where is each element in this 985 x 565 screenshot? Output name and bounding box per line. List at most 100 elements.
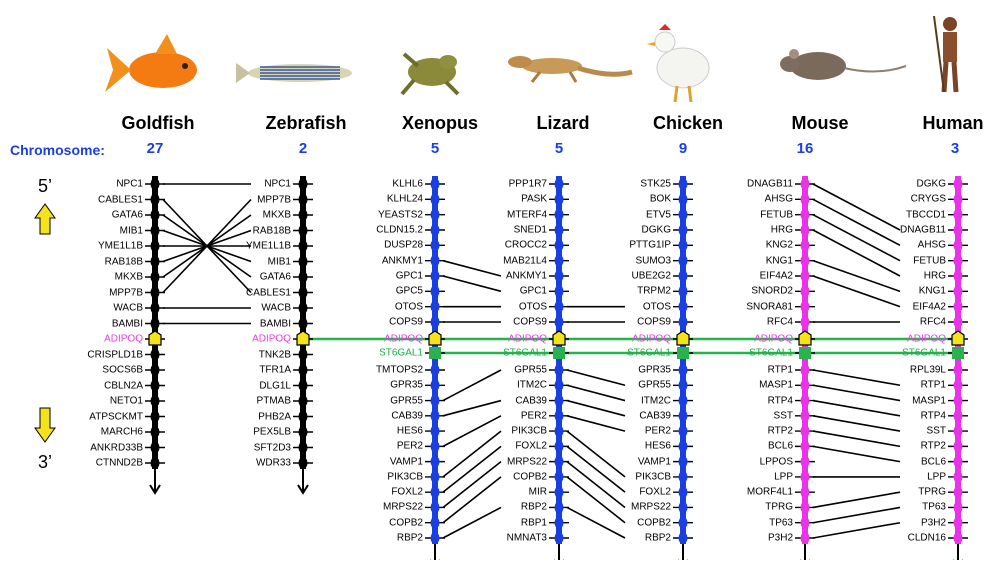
gene-label-zebrafish-dlg1l: DLG1L: [259, 380, 291, 391]
gene-label-xenopus-otos: OTOS: [395, 301, 423, 312]
species-name-zebrafish: Zebrafish: [265, 113, 346, 134]
gene-box-human-12: [954, 364, 963, 376]
gene-box-lizard-17: [555, 440, 564, 452]
gene-label-xenopus-pik3cb: PIK3CB: [387, 471, 423, 482]
gene-label-goldfish-cbln2a: CBLN2A: [104, 380, 143, 391]
gene-label-mouse-bcl6: BCL6: [768, 441, 793, 452]
gene-box-zebrafish-14: [299, 395, 308, 407]
gene-box-lizard-23: [555, 532, 564, 544]
gene-label-goldfish-mpp7b: MPP7B: [109, 287, 143, 298]
gene-box-goldfish-16: [151, 426, 160, 438]
gene-box-xenopus-0: [431, 178, 440, 190]
gene-box-human-20: [954, 486, 963, 498]
gene-box-goldfish-13: [151, 380, 160, 392]
gene-box-zebrafish-15: [299, 411, 308, 423]
gene-label-goldfish-socs6b: SOCS6B: [102, 365, 143, 376]
gene-label-zebrafish-cables1: CABLES1: [246, 287, 291, 298]
gene-label-human-tbccd1: TBCCD1: [906, 209, 946, 220]
gene-box-xenopus-14: [431, 395, 440, 407]
gene-box-xenopus-6: [431, 270, 440, 282]
gene-label-goldfish-adipoq: ADIPOQ: [104, 334, 143, 345]
gene-label-goldfish-atpsckmt: ATPSCKMT: [89, 411, 143, 422]
gene-label-chicken-dgkg: DGKG: [642, 225, 671, 236]
species-name-chicken: Chicken: [653, 113, 723, 134]
gene-label-goldfish-yme1l1b: YME1L1B: [98, 241, 143, 252]
gene-box-human-21: [954, 501, 963, 513]
gene-label-mouse-tprg: TPRG: [765, 502, 793, 513]
gene-box-chicken-23: [679, 532, 688, 544]
gene-label-xenopus-cab39: CAB39: [391, 410, 423, 421]
gene-box-human-3: [954, 224, 963, 236]
gene-label-lizard-crocc2: CROCC2: [505, 240, 547, 251]
st6gal1-marker-chicken: [677, 347, 689, 359]
link-mouse-human-masp1: [813, 385, 900, 400]
gene-label-human-dnagb11: DNAGB11: [900, 225, 946, 236]
gene-box-lizard-0: [555, 178, 564, 190]
gene-label-lizard-adipoq: ADIPOQ: [508, 334, 547, 345]
gene-label-zebrafish-rab18b: RAB18B: [253, 225, 291, 236]
chromosome-number-mouse: 16: [797, 140, 814, 157]
gene-label-chicken-otos: OTOS: [643, 301, 671, 312]
gene-label-chicken-sumo3: SUMO3: [635, 255, 671, 266]
gene-label-chicken-pttg1ip: PTTG1IP: [629, 240, 671, 251]
gene-box-mouse-6: [801, 270, 810, 282]
gene-label-xenopus-vamp1: VAMP1: [390, 456, 423, 467]
gene-box-zebrafish-0: [299, 178, 308, 190]
link-lizard-chicken-per2: [567, 416, 625, 431]
gene-box-lizard-7: [555, 285, 564, 297]
human-icon: [934, 16, 957, 92]
gene-label-chicken-stk25: STK25: [640, 179, 671, 190]
st6gal1-marker-human: [952, 347, 964, 359]
chromosome-label: Chromosome:: [10, 142, 105, 158]
gene-box-mouse-7: [801, 285, 810, 297]
gene-label-mouse-kng1: KNG1: [766, 255, 793, 266]
gene-box-lizard-21: [555, 501, 564, 513]
gene-label-xenopus-klhl6: KLHL6: [392, 179, 423, 190]
gene-box-mouse-15: [801, 410, 810, 422]
gene-label-mouse-rtp1: RTP1: [768, 365, 793, 376]
gene-label-lizard-itm2c: ITM2C: [517, 380, 547, 391]
gene-box-lizard-12: [555, 364, 564, 376]
gene-label-lizard-gpc1: GPC1: [520, 286, 547, 297]
gene-label-chicken-gpr35: GPR35: [638, 365, 671, 376]
link-xenopus-lizard-cab39: [443, 401, 501, 416]
gene-label-human-rpl39l: RPL39L: [910, 365, 946, 376]
chromosome-number-lizard: 5: [555, 140, 563, 157]
gene-label-xenopus-cldn15.2: CLDN15.2: [376, 225, 423, 236]
gene-label-xenopus-rbp2: RBP2: [397, 533, 423, 544]
gene-label-xenopus-per2: PER2: [397, 441, 423, 452]
st6gal1-marker-lizard: [553, 347, 565, 359]
gene-box-lizard-16: [555, 425, 564, 437]
gene-label-human-kng1: KNG1: [919, 286, 946, 297]
gene-label-lizard-cops9: COPS9: [513, 317, 547, 328]
gene-box-zebrafish-5: [299, 256, 308, 268]
gene-label-xenopus-adipoq: ADIPOQ: [384, 334, 423, 345]
gene-label-xenopus-foxl2: FOXL2: [391, 487, 423, 498]
gene-label-zebrafish-bambi: BAMBI: [260, 318, 291, 329]
gene-label-chicken-trpm2: TRPM2: [637, 286, 671, 297]
gene-label-mouse-fetub: FETUB: [760, 209, 793, 220]
gene-label-human-rfc4: RFC4: [920, 317, 946, 328]
link-xenopus-lizard-per2: [443, 416, 501, 447]
gene-box-human-0: [954, 178, 963, 190]
gene-box-xenopus-13: [431, 379, 440, 391]
gene-box-lizard-14: [555, 395, 564, 407]
gene-label-goldfish-npc1: NPC1: [116, 179, 143, 190]
gene-label-mouse-rtp4: RTP4: [768, 395, 793, 406]
gene-box-chicken-7: [679, 285, 688, 297]
gene-label-zebrafish-sft2d3: SFT2D3: [254, 442, 291, 453]
gene-box-chicken-12: [679, 364, 688, 376]
frog-icon: [402, 54, 458, 94]
gene-box-xenopus-17: [431, 440, 440, 452]
gene-label-mouse-rfc4: RFC4: [767, 317, 793, 328]
gene-box-lizard-22: [555, 517, 564, 529]
gene-box-zebrafish-2: [299, 209, 308, 221]
gene-box-mouse-21: [801, 501, 810, 513]
gene-box-goldfish-6: [151, 271, 160, 283]
gene-box-mouse-12: [801, 364, 810, 376]
gene-box-goldfish-2: [151, 209, 160, 221]
gene-label-lizard-sned1: SNED1: [514, 225, 547, 236]
gene-label-lizard-st6gal1: ST6GAL1: [503, 348, 547, 359]
gene-label-mouse-kng2: KNG2: [766, 240, 793, 251]
